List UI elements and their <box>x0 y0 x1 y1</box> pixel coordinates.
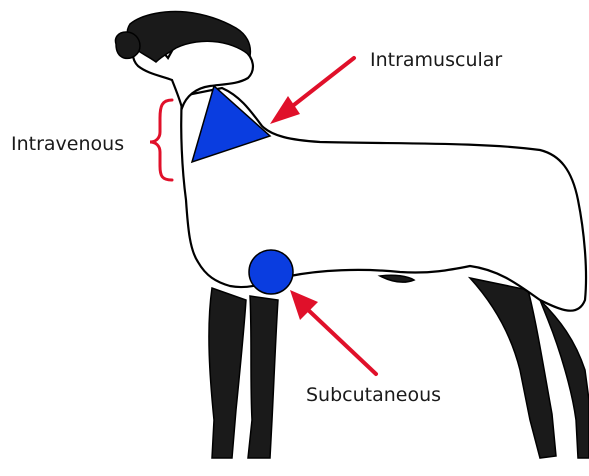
intravenous-bracket <box>150 100 172 180</box>
intravenous-label: Intravenous <box>11 135 124 154</box>
intramuscular-arrow <box>270 58 354 124</box>
subcutaneous-label: Subcutaneous <box>306 386 441 405</box>
belly-shadow <box>380 275 414 282</box>
front-leg-near <box>209 288 246 458</box>
legs <box>209 278 589 458</box>
subcutaneous-arrow <box>290 290 376 374</box>
front-leg-far <box>248 296 278 458</box>
subcutaneous-site-marker <box>249 250 293 294</box>
head-dark-patch-ear <box>115 32 140 58</box>
intramuscular-label: Intramuscular <box>370 51 502 70</box>
